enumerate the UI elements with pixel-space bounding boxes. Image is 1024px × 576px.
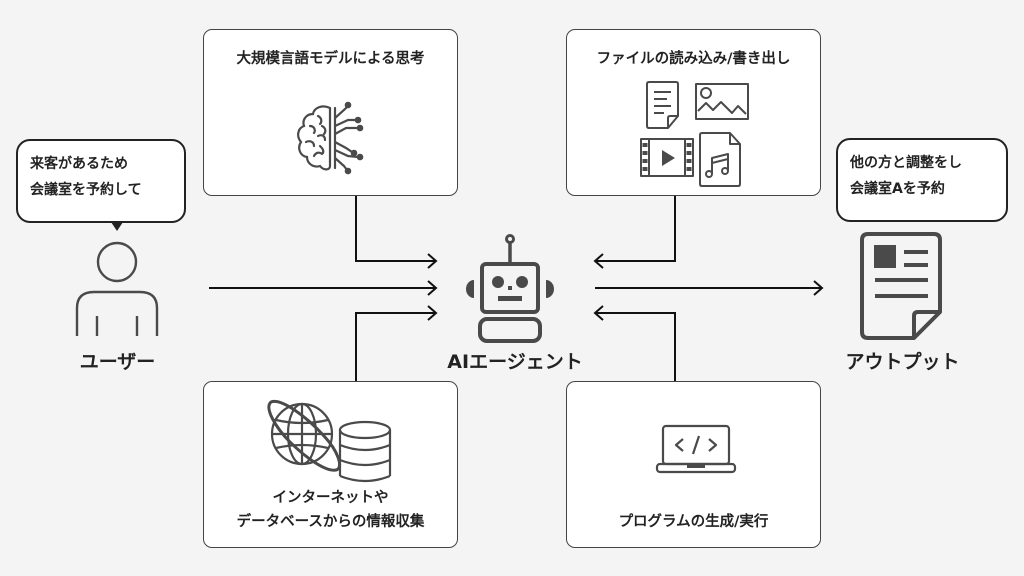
arrow-llm-to-agent	[355, 195, 436, 262]
capability-box-web: インターネットや データベースからの情報収集	[203, 381, 458, 548]
speech-line: 会議室を予約して	[30, 182, 142, 198]
capability-title: ファイルの読み込み/書き出し	[567, 48, 820, 70]
user-icon	[75, 241, 159, 336]
output-document-icon	[860, 232, 942, 340]
arrowhead	[427, 305, 438, 321]
arrow-code-to-agent	[595, 312, 676, 382]
title-line: プログラムの生成/実行	[618, 514, 769, 530]
arrowhead	[813, 280, 824, 296]
user-speech-bubble: 来客があるため 会議室を予約して	[16, 139, 186, 223]
title-line: データベースからの情報収集	[236, 514, 425, 530]
music-file-icon	[699, 132, 741, 187]
user-label: ユーザー	[79, 351, 156, 373]
output-speech-bubble: 他の方と調整をし 会議室Aを予約	[836, 138, 1008, 222]
file-types-icon	[640, 81, 749, 187]
capability-box-code: プログラムの生成/実行	[566, 381, 821, 548]
arrow-web-to-agent	[355, 312, 436, 382]
capability-title: 大規模言語モデルによる思考	[204, 48, 457, 70]
speech-line: 来客があるため	[30, 156, 128, 172]
image-icon	[695, 83, 749, 120]
arrow-files-to-agent	[595, 195, 676, 262]
arrowhead	[593, 305, 604, 321]
speech-line: 他の方と調整をし	[850, 155, 962, 171]
title-line: ファイルの読み込み/書き出し	[596, 51, 791, 67]
capability-box-files: ファイルの読み込み/書き出し	[566, 29, 821, 196]
title-line: 大規模言語モデルによる思考	[236, 51, 425, 67]
arrowhead	[427, 280, 438, 296]
capability-title: インターネットや データベースからの情報収集	[204, 486, 457, 534]
capability-box-llm: 大規模言語モデルによる思考	[203, 29, 458, 196]
speech-line: 会議室Aを予約	[850, 181, 945, 197]
globe-database-icon	[267, 399, 392, 483]
globe-icon	[267, 399, 341, 472]
video-icon	[640, 138, 694, 177]
arrowhead	[427, 253, 438, 269]
brain-circuit-icon	[297, 101, 364, 175]
bubble-tail	[111, 222, 123, 231]
arrowhead	[593, 253, 604, 269]
database-icon	[338, 420, 392, 483]
capability-title: プログラムの生成/実行	[567, 511, 820, 533]
robot-icon	[466, 234, 554, 343]
output-label: アウトプット	[845, 351, 960, 373]
agent-label: AIエージェント	[447, 351, 583, 373]
laptop-code-icon	[655, 424, 737, 474]
title-line: インターネットや	[272, 490, 389, 506]
document-icon	[646, 81, 679, 129]
